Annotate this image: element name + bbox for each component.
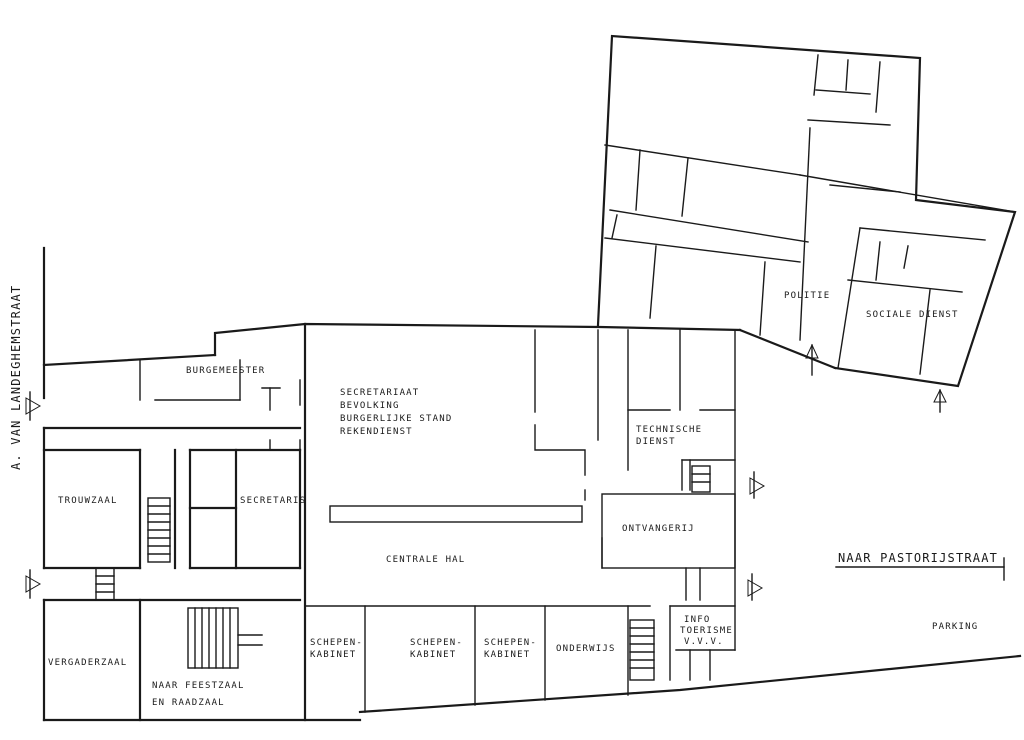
room-onderwijs: ONDERWIJS bbox=[556, 644, 616, 654]
room-bevolking: BEVOLKING bbox=[340, 401, 400, 411]
room-vvv: V.V.V. bbox=[684, 637, 724, 647]
room-schepenkabinet-3b: KABINET bbox=[484, 650, 530, 660]
stair-hatching bbox=[95, 465, 711, 681]
room-secretaris: SECRETARIS bbox=[240, 496, 306, 506]
room-secretariaat: SECRETARIAAT bbox=[340, 388, 419, 398]
street-label-west: A. VAN LANDEGHEMSTRAAT bbox=[9, 285, 23, 470]
room-politie: POLITIE bbox=[784, 291, 830, 301]
room-centrale-hal: CENTRALE HAL bbox=[386, 555, 465, 565]
room-rekendienst: REKENDIENST bbox=[340, 427, 413, 437]
room-schepenkabinet-2a: SCHEPEN- bbox=[410, 638, 463, 648]
room-burgemeester: BURGEMEESTER bbox=[186, 366, 265, 376]
area-parking: PARKING bbox=[932, 622, 978, 632]
room-ontvangerij: ONTVANGERIJ bbox=[622, 524, 695, 534]
room-vergaderzaal: VERGADERZAAL bbox=[48, 658, 127, 668]
room-schepenkabinet-3a: SCHEPEN- bbox=[484, 638, 537, 648]
room-schepenkabinet-1b: KABINET bbox=[310, 650, 356, 660]
room-feestzaal: NAAR FEESTZAAL bbox=[152, 681, 245, 691]
room-burgerlijke-stand: BURGERLIJKE STAND bbox=[340, 414, 453, 424]
room-trouwzaal: TROUWZAAL bbox=[58, 496, 118, 506]
room-raadzaal: EN RAADZAAL bbox=[152, 698, 225, 708]
room-technische: TECHNISCHE bbox=[636, 425, 702, 435]
main-building-walls bbox=[42, 246, 1022, 722]
room-sociale-dienst: SOCIALE DIENST bbox=[866, 310, 959, 320]
room-toerisme: TOERISME bbox=[680, 626, 733, 636]
street-arrow bbox=[835, 557, 1005, 581]
room-info: INFO bbox=[684, 615, 710, 625]
room-dienst: DIENST bbox=[636, 437, 676, 447]
room-schepenkabinet-2b: KABINET bbox=[410, 650, 456, 660]
street-label-east: NAAR PASTORIJSTRAAT bbox=[838, 551, 998, 565]
annex-walls bbox=[596, 34, 1017, 388]
room-schepenkabinet-1a: SCHEPEN- bbox=[310, 638, 363, 648]
entrance-markers bbox=[25, 343, 947, 601]
